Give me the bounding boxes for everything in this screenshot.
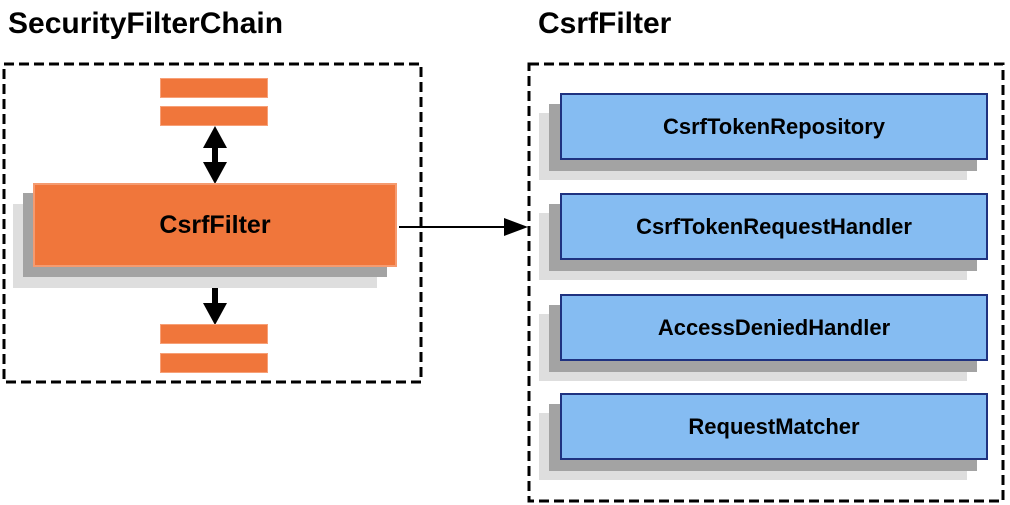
component-box-label: AccessDeniedHandler: [657, 314, 891, 340]
security-filter-chain-title: SecurityFilterChain: [8, 7, 284, 40]
component-box-csrf-token-repository: CsrfTokenRepository: [560, 93, 988, 160]
csrf-filter-box: CsrfFilter: [33, 183, 397, 267]
csrf-filter-box-label: CsrfFilter: [159, 210, 271, 239]
bidirectional-arrow-bottom-icon: [203, 265, 227, 325]
component-box-csrf-token-request-handler: CsrfTokenRequestHandler: [560, 193, 988, 260]
component-box-access-denied-handler: AccessDeniedHandler: [560, 294, 988, 361]
component-box-request-matcher: RequestMatcher: [560, 393, 988, 460]
component-box-label: RequestMatcher: [688, 413, 860, 439]
filter-chain-bar: [160, 78, 268, 98]
component-box-label: CsrfTokenRepository: [662, 113, 886, 139]
security-filter-chain-boundary: [2, 62, 423, 384]
flow-arrow-icon: [399, 218, 528, 236]
component-box-label: CsrfTokenRequestHandler: [636, 213, 912, 239]
bidirectional-arrow-top-icon: [203, 126, 227, 184]
filter-chain-bar: [160, 353, 268, 373]
filter-chain-bar: [160, 106, 268, 126]
csrf-filter-title: CsrfFilter: [538, 7, 672, 40]
filter-chain-bar: [160, 324, 268, 344]
csrf-filter-boundary: [527, 62, 1005, 503]
